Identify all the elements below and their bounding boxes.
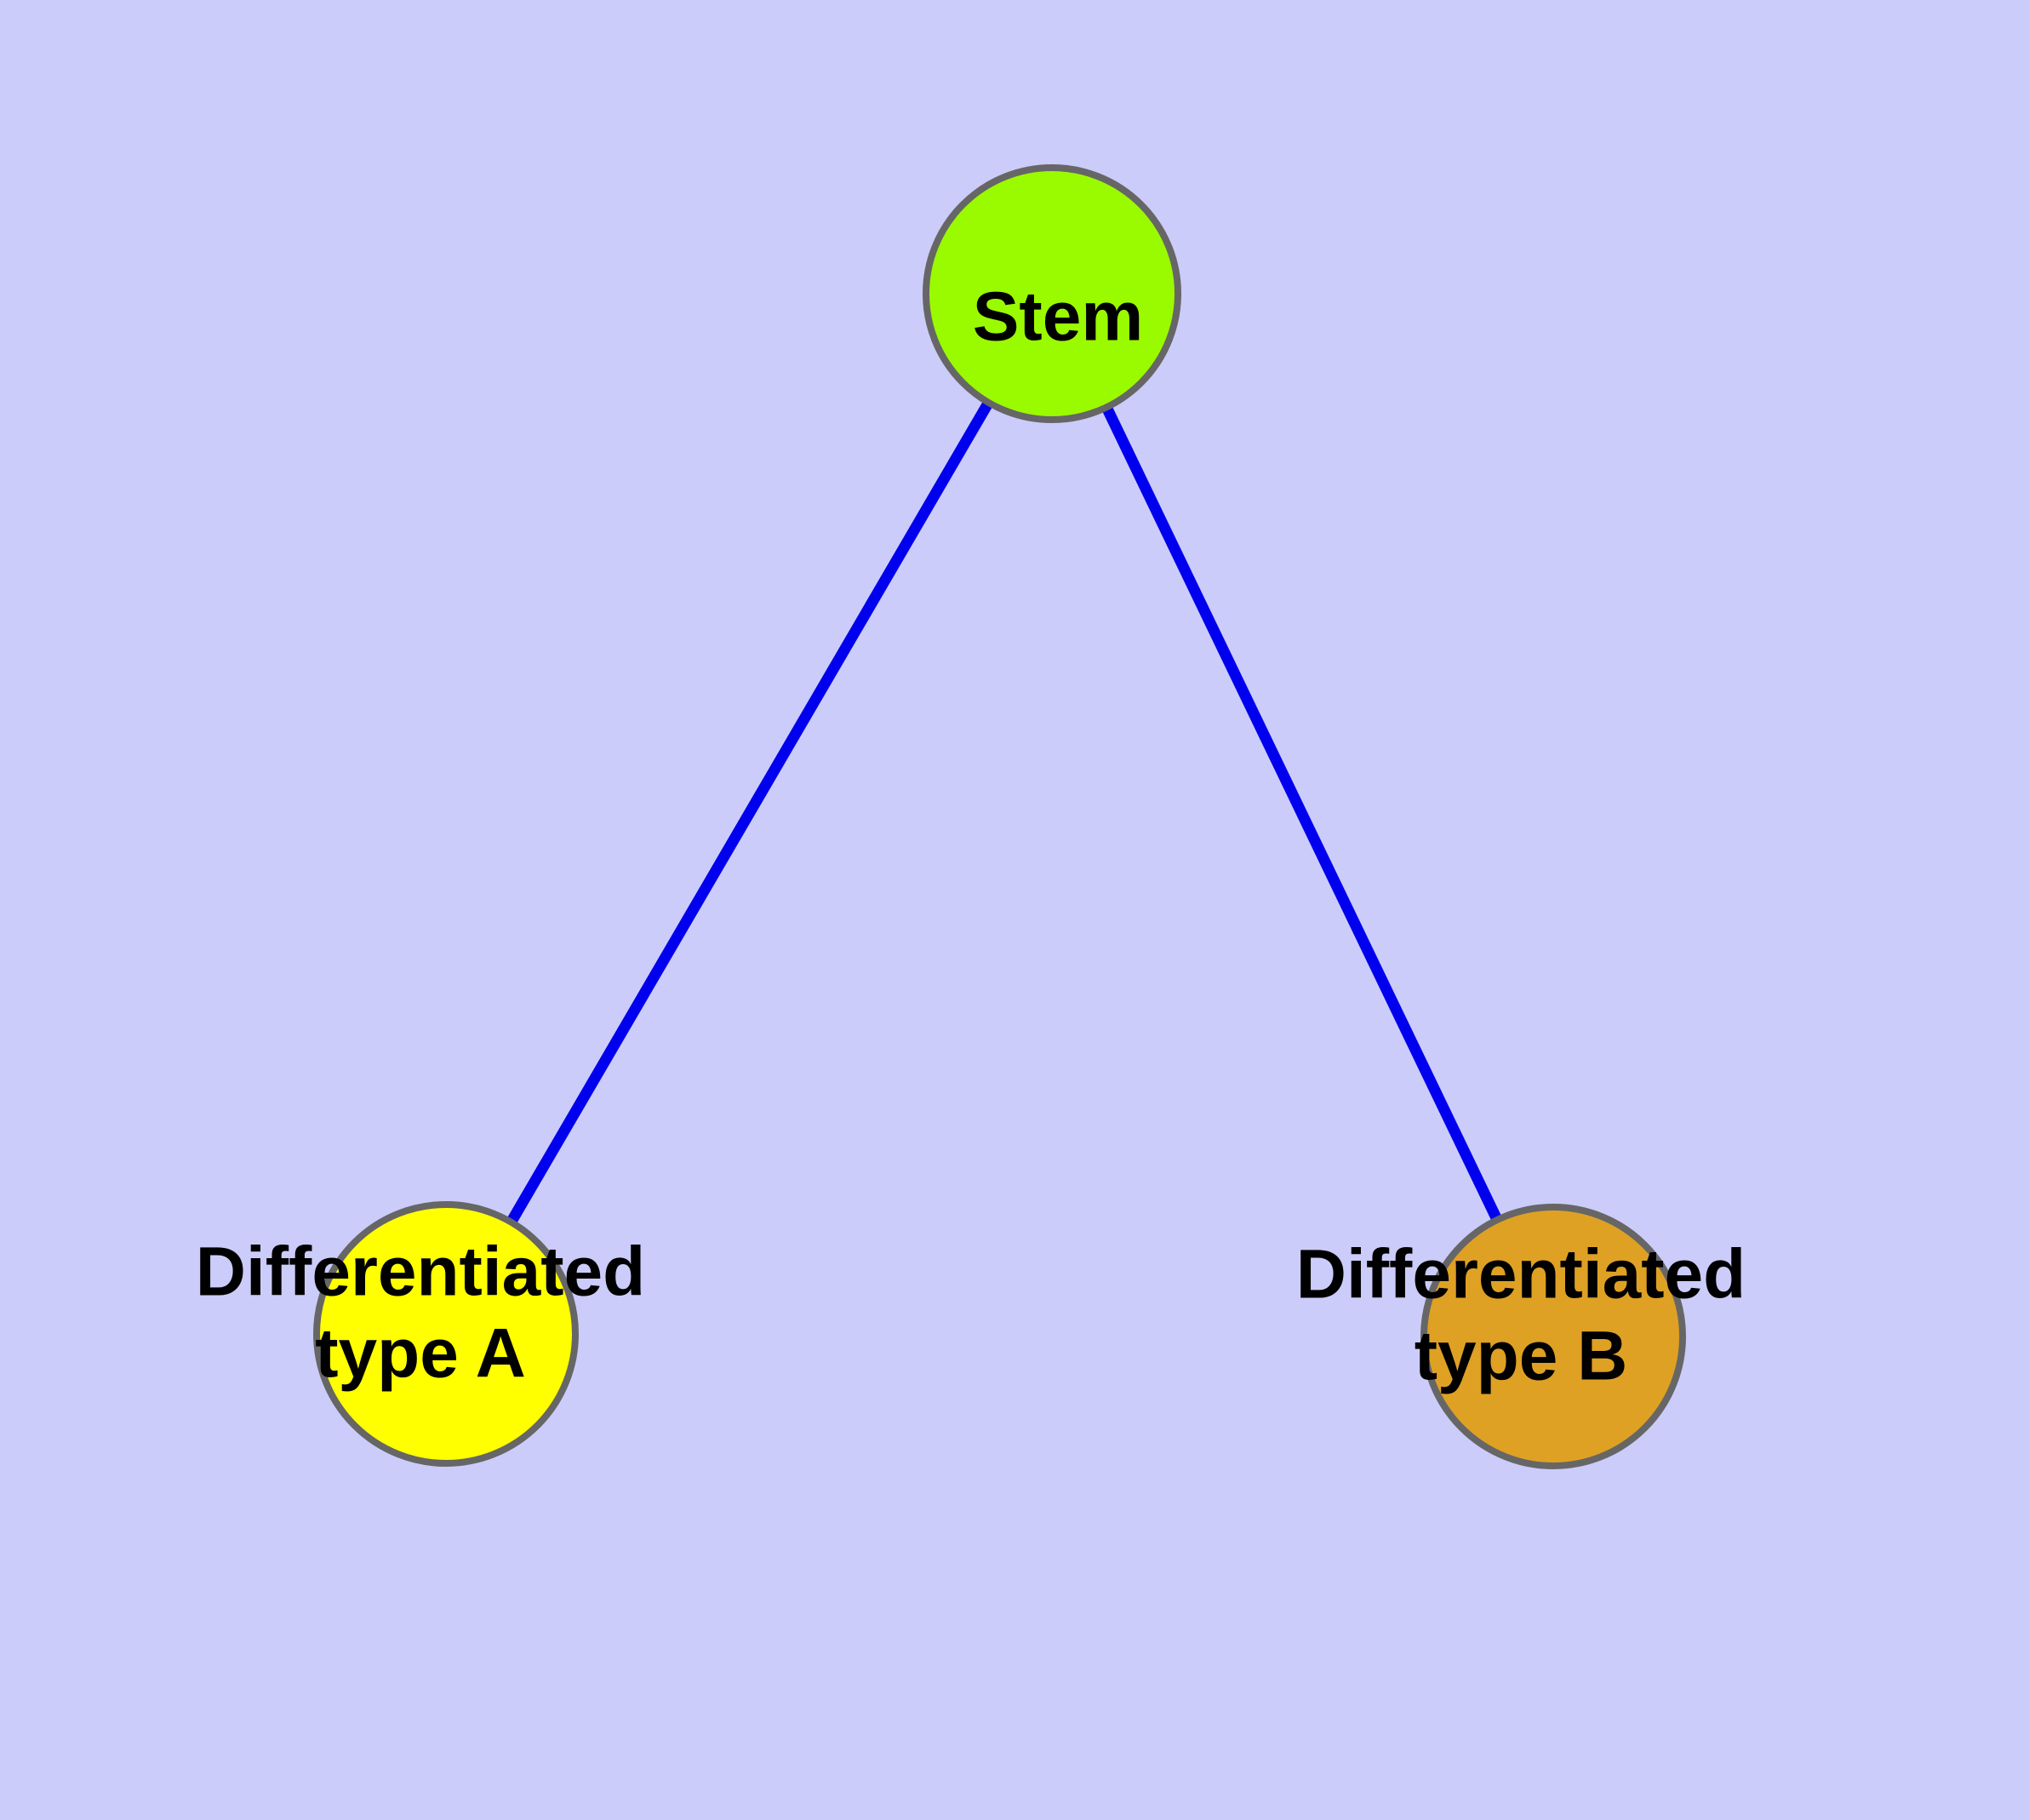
differentiated-type-b-node-circle[interactable]: [1420, 1204, 1686, 1469]
stem-node-circle[interactable]: [923, 164, 1181, 423]
edge-stem-to-differentiated-type-a[interactable]: [441, 290, 1057, 1337]
edge-stem-to-differentiated-type-b[interactable]: [1047, 291, 1558, 1339]
node-layer: Stem Differentiated type A Differentiate…: [196, 164, 1746, 1469]
differentiated-type-b-label-line2: type B: [1415, 1318, 1628, 1395]
differentiated-type-a-label-line2: type A: [315, 1315, 526, 1393]
node-differentiated-type-b[interactable]: Differentiated type B: [1296, 1204, 1746, 1469]
edge-layer: [441, 290, 1558, 1339]
stem-node-label: Stem: [973, 278, 1144, 356]
node-stem[interactable]: Stem: [923, 164, 1181, 423]
differentiated-type-a-node-circle[interactable]: [313, 1201, 579, 1467]
differentiated-type-b-label-line1: Differentiated: [1296, 1236, 1746, 1313]
node-differentiated-type-a[interactable]: Differentiated type A: [196, 1201, 646, 1467]
differentiated-type-a-label-line1: Differentiated: [196, 1233, 646, 1311]
